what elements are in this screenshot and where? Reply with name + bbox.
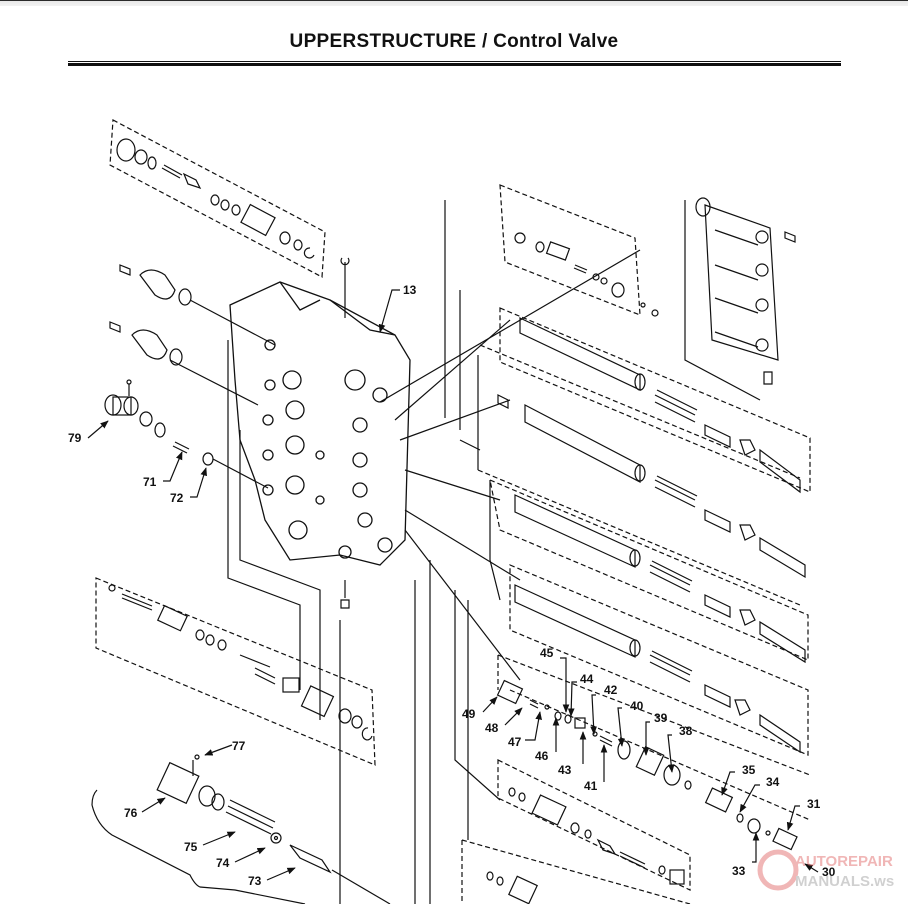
window-top-border — [0, 0, 908, 6]
body-top-plug — [340, 257, 350, 318]
watermark: AUTOREPAIR MANUALS.ws — [757, 849, 894, 891]
bottom-valve-group-box — [497, 759, 691, 891]
part-label-44: 44 — [580, 672, 594, 686]
spools — [497, 317, 806, 754]
end-cover — [695, 197, 796, 385]
part-label-45: 45 — [540, 646, 554, 660]
part-label-31: 31 — [807, 797, 821, 811]
left-flanges — [109, 264, 276, 406]
part-label-30: 30 — [822, 865, 836, 879]
spool-box-2 — [477, 344, 801, 606]
watermark-line1: AUTOREPAIR — [795, 853, 893, 870]
title-rule-thin — [68, 61, 841, 62]
part-label-49: 49 — [462, 707, 476, 721]
parts-79-71-72 — [104, 379, 269, 489]
main-relief-group-box — [497, 654, 811, 821]
part-label-13: 13 — [403, 283, 417, 297]
part-label-74: 74 — [216, 856, 230, 870]
check-valve-group-box — [499, 184, 641, 316]
part-label-41: 41 — [584, 779, 598, 793]
part-label-35: 35 — [742, 763, 756, 777]
part-label-48: 48 — [485, 721, 499, 735]
part-label-72: 72 — [170, 491, 184, 505]
part-label-75: 75 — [184, 840, 198, 854]
part-label-38: 38 — [679, 724, 693, 738]
part-label-39: 39 — [654, 711, 668, 725]
part-label-33: 33 — [732, 864, 746, 878]
part-label-76: 76 — [124, 806, 138, 820]
parts-73-77 — [91, 754, 391, 904]
part-label-73: 73 — [248, 874, 262, 888]
page-title: UPPERSTRUCTURE / Control Valve — [289, 31, 619, 52]
part-label-47: 47 — [508, 735, 522, 749]
title-rule-thick — [68, 63, 841, 66]
part-label-79: 79 — [68, 431, 82, 445]
part-label-42: 42 — [604, 683, 618, 697]
watermark-line2: MANUALS.ws — [795, 873, 894, 890]
watermark-logo-icon — [757, 849, 799, 891]
spool-box-1 — [499, 307, 811, 493]
callout-arrows — [87, 289, 819, 881]
port-relief-group-box — [95, 577, 376, 766]
part-label-34: 34 — [766, 775, 780, 789]
part-label-71: 71 — [143, 475, 157, 489]
leader-lines — [227, 200, 761, 904]
part-label-46: 46 — [535, 749, 549, 763]
relief-valve-parts — [116, 138, 315, 259]
part-labels: 13 79 71 72 77 76 75 74 73 45 44 42 40 3… — [68, 283, 836, 888]
part-label-77: 77 — [232, 739, 246, 753]
relief-valve-group-box — [109, 119, 326, 278]
spool-box-4 — [509, 564, 809, 756]
part-label-43: 43 — [558, 763, 572, 777]
valve-body — [229, 281, 411, 566]
part-label-40: 40 — [630, 699, 644, 713]
